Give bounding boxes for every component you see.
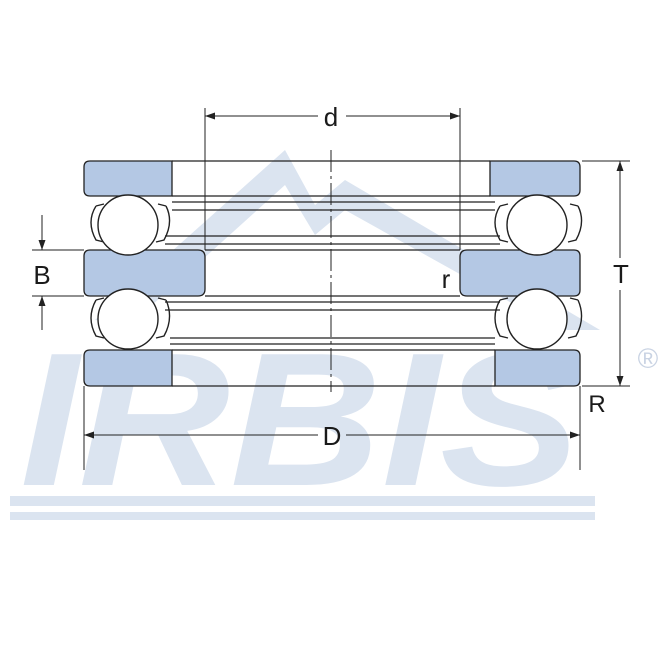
washer-right	[459, 249, 581, 297]
ball	[97, 288, 159, 350]
dimension-B-label: B	[33, 260, 50, 290]
top-housing-washer	[83, 160, 581, 197]
ball	[506, 288, 568, 350]
dimension-R-label: R	[588, 391, 605, 418]
watermark-stripe	[10, 496, 595, 506]
registered-mark: ®	[638, 343, 659, 374]
ball	[97, 194, 159, 256]
dimension-d-label: d	[324, 102, 338, 132]
watermark-text: IRBIS	[20, 314, 580, 526]
washer-right	[494, 349, 581, 387]
dimension-T	[582, 160, 630, 387]
dimension-T-label: T	[613, 259, 629, 289]
cage-top-right	[494, 203, 583, 243]
washer-left	[83, 249, 206, 297]
watermark-stripe	[10, 512, 595, 520]
cage-top-left	[90, 203, 171, 243]
washer-left	[83, 160, 173, 197]
balls	[97, 194, 568, 350]
cage-bottom-right	[494, 297, 583, 339]
dimension-B	[32, 215, 84, 330]
shaft-lines	[165, 160, 500, 387]
dimension-r-label: r	[442, 264, 451, 294]
cages	[90, 203, 583, 339]
washer-left	[83, 349, 173, 387]
washer-right	[489, 160, 581, 197]
bottom-housing-washer	[83, 349, 581, 387]
dimension-D	[83, 386, 581, 470]
dimension-d	[204, 108, 461, 250]
cage-bottom-left	[90, 297, 171, 339]
ball	[506, 194, 568, 256]
middle-shaft-washer	[83, 249, 581, 297]
dimension-D-label: D	[323, 421, 342, 451]
